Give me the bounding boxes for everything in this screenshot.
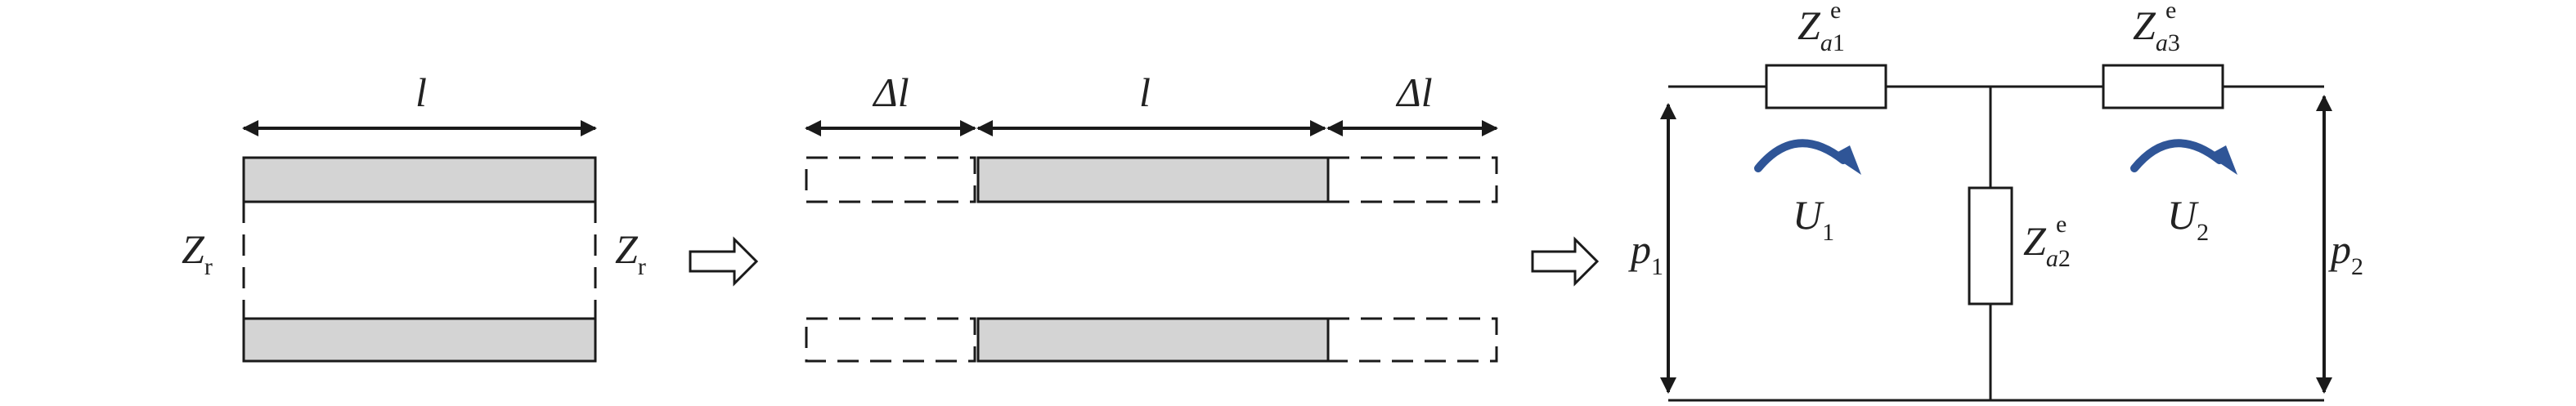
loop-current-1-arrowhead [1832, 145, 1861, 175]
delta-left-label: Δl [872, 69, 909, 115]
z2-superscript: e [2056, 211, 2067, 238]
port-2-label: p2 [2328, 226, 2363, 280]
shunt-impedance-2 [1968, 186, 2013, 306]
z1-superscript: e [1830, 0, 1841, 24]
loop-current-2-arrowhead [2208, 145, 2237, 175]
loop-current-1-arrow [1754, 139, 1847, 172]
z2-label: Za2 [2023, 218, 2071, 272]
right-radiation-impedance: Zr [615, 226, 646, 280]
left-extension-upper [805, 156, 976, 203]
series-impedance-1 [1765, 64, 1887, 109]
panel-b: Δl l Δl [805, 69, 1498, 363]
z3-superscript: e [2165, 0, 2176, 24]
series-impedance-3 [2102, 64, 2224, 109]
right-extension-upper [1326, 156, 1498, 203]
delta-right-label: Δl [1395, 69, 1432, 115]
loop-current-2-arrow [2130, 139, 2224, 172]
length-label: l [415, 69, 427, 115]
lower-wall-b [976, 317, 1330, 363]
panel-a: l Zr Zr [182, 69, 646, 363]
transform-arrow-2 [1531, 236, 1600, 287]
port-1-label: p1 [1628, 226, 1663, 280]
upper-wall-b [976, 156, 1330, 203]
loop-1-label: U1 [1793, 192, 1834, 246]
left-extension-lower [805, 317, 976, 363]
lower-wall [242, 317, 597, 363]
loop-2-label: U2 [2167, 192, 2209, 246]
equivalent-circuit: Za1 e Za3 e Za2 e U1 U2 p1 p2 [1628, 0, 2363, 402]
z1-label: Za1 [1797, 2, 1845, 56]
right-extension-lower [1326, 317, 1498, 363]
upper-wall [242, 156, 597, 203]
z3-label: Za3 [2133, 2, 2180, 56]
length-label-b: l [1139, 69, 1151, 115]
transform-arrow-1 [689, 236, 759, 287]
left-radiation-impedance: Zr [182, 226, 213, 280]
